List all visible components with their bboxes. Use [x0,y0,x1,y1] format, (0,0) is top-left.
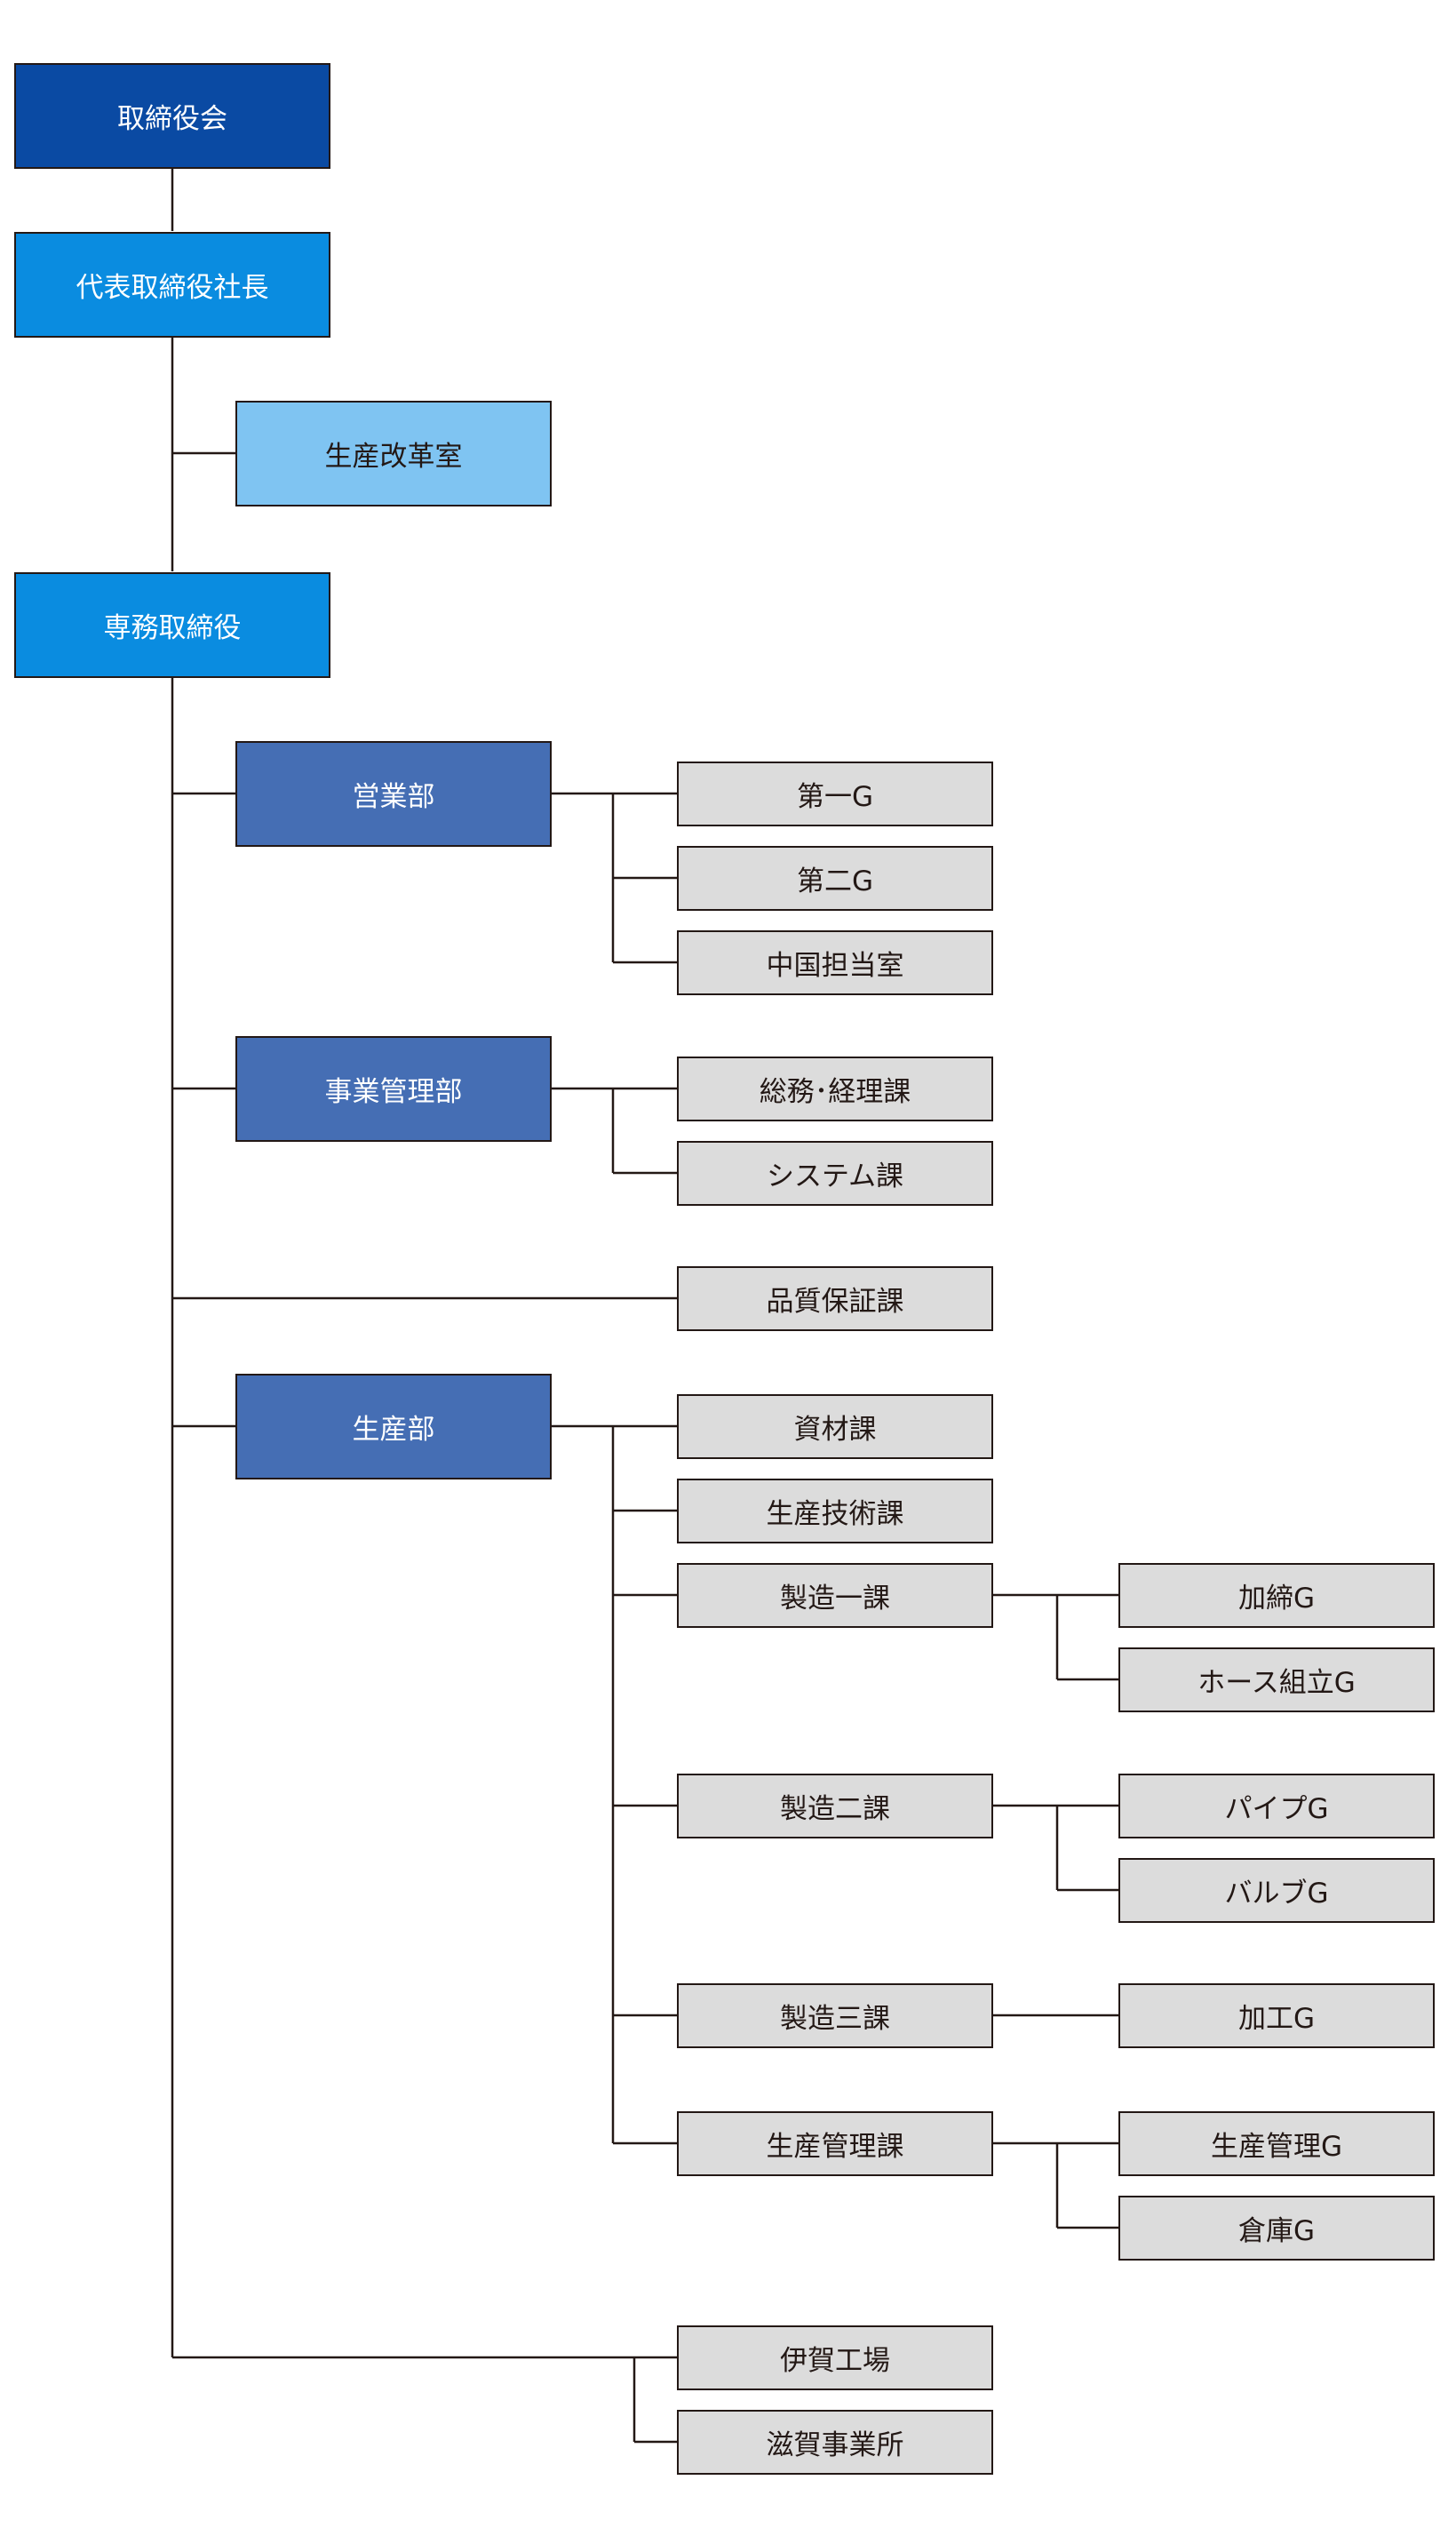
prod-mgmt-group-box: 生産管理G [1118,2111,1435,2176]
admin-section-label: 総務･経理課 [759,1076,911,1108]
sales-dept-label: 営業部 [352,781,435,813]
site-label: 伊賀工場 [780,2345,890,2377]
site-box: 伊賀工場 [677,2325,993,2390]
mfg1-section-box: 製造一課 [677,1563,993,1628]
prod-mgmt-group-label: 倉庫G [1237,2215,1316,2247]
admin-dept-box: 事業管理部 [235,1036,552,1142]
quality-section-label: 品質保証課 [766,1286,904,1318]
prod-mgmt-group-label: 生産管理G [1210,2131,1343,2163]
mfg2-section-box: 製造二課 [677,1774,993,1838]
prod-mgmt-section-label: 生産管理課 [766,2131,904,2163]
production-section-label: 生産技術課 [766,1498,904,1530]
senior-director-box: 専務取締役 [14,572,330,678]
board-box: 取締役会 [14,63,330,169]
president-box: 代表取締役社長 [14,232,330,338]
production-section-box: 資材課 [677,1394,993,1459]
admin-dept-label: 事業管理部 [324,1076,463,1108]
mfg2-group-label: パイプG [1224,1793,1329,1825]
mfg1-group-label: ホース組立G [1197,1667,1356,1699]
reform-office-box: 生産改革室 [235,401,552,506]
quality-section-box: 品質保証課 [677,1266,993,1331]
sales-group-box: 中国担当室 [677,930,993,995]
sales-group-label: 中国担当室 [766,950,904,982]
mfg3-section-label: 製造三課 [780,2003,890,2035]
sales-dept-box: 営業部 [235,741,552,847]
board-label: 取締役会 [117,103,227,135]
mfg1-section-label: 製造一課 [780,1583,890,1615]
mfg2-section-label: 製造二課 [780,1793,890,1825]
mfg3-group-label: 加工G [1237,2003,1316,2035]
production-dept-label: 生産部 [352,1414,435,1446]
production-dept-box: 生産部 [235,1374,552,1479]
senior-director-label: 専務取締役 [103,612,242,644]
reform-office-label: 生産改革室 [324,441,463,473]
sales-group-label: 第一G [796,781,874,813]
sales-group-box: 第二G [677,846,993,911]
site-label: 滋賀事業所 [766,2429,904,2461]
mfg3-group-box: 加工G [1118,1983,1435,2048]
prod-mgmt-section-box: 生産管理課 [677,2111,993,2176]
prod-mgmt-group-box: 倉庫G [1118,2196,1435,2261]
production-section-box: 生産技術課 [677,1479,993,1543]
production-section-label: 資材課 [793,1414,877,1446]
admin-section-box: システム課 [677,1141,993,1206]
mfg1-group-box: 加締G [1118,1563,1435,1628]
mfg3-section-box: 製造三課 [677,1983,993,2048]
president-label: 代表取締役社長 [76,272,269,304]
mfg2-group-box: バルブG [1118,1858,1435,1923]
site-box: 滋賀事業所 [677,2410,993,2475]
mfg1-group-label: 加締G [1237,1583,1316,1615]
admin-section-box: 総務･経理課 [677,1057,993,1121]
sales-group-box: 第一G [677,762,993,826]
mfg2-group-label: バルブG [1224,1878,1329,1910]
sales-group-label: 第二G [796,865,874,897]
admin-section-label: システム課 [766,1160,904,1192]
mfg2-group-box: パイプG [1118,1774,1435,1838]
mfg1-group-box: ホース組立G [1118,1647,1435,1712]
